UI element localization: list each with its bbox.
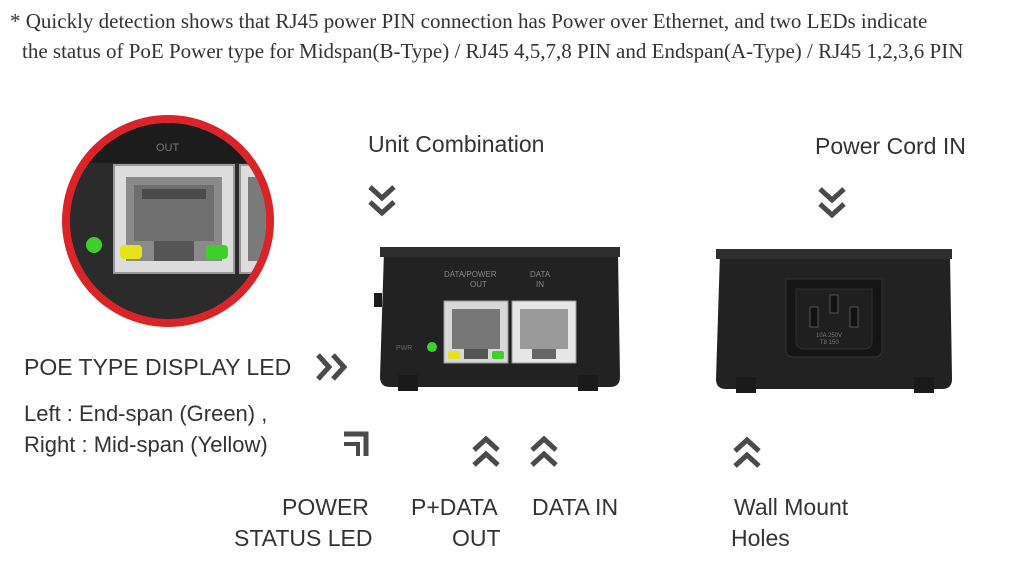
poe-injector-back: 10A 250V T8 150 [714,249,954,400]
double-chevron-up-icon [732,436,762,472]
double-chevron-up-icon [529,435,559,471]
right-led-description: Right : Mid-span (Yellow) [24,432,268,457]
double-chevron-up-icon [471,435,501,471]
power-status-led-label-1: POWER [282,494,369,520]
port2-label-a: DATA [530,270,551,279]
wall-mount-label-1: Wall Mount [734,494,849,520]
double-chevron-down-icon [817,186,847,222]
left-led-description: Left : End-span (Green) , [24,401,268,426]
zoomed-port-circle: OUT [62,115,274,327]
p-data-out-label-1: P+DATA [411,494,498,520]
power-cord-in-label: Power Cord IN [815,133,966,159]
power-status-led-label-2: STATUS LED [234,525,373,551]
port1-label-a: DATA/POWER [444,270,497,279]
poe-injector-front: DATA/POWER OUT DATA IN PWR [374,247,626,398]
inlet-text-2: T8 150 [820,340,839,346]
double-chevron-down-icon [367,184,397,220]
corner-arrow-icon [342,428,374,460]
intro-note: * Quickly detection shows that RJ45 powe… [10,6,1020,66]
note-line-2: the status of PoE Power type for Midspan… [22,39,964,63]
pwr-led-label: PWR [396,345,412,352]
unit-combination-label: Unit Combination [368,131,545,157]
poe-type-led-label: POE TYPE DISPLAY LED [24,354,292,380]
p-data-out-label-2: OUT [452,525,501,551]
wall-mount-label-2: Holes [731,525,790,551]
inlet-text-1: 10A 250V [816,333,842,339]
note-line-1: * Quickly detection shows that RJ45 powe… [10,9,928,33]
double-chevron-right-icon [315,352,351,382]
data-in-label: DATA IN [532,494,619,520]
port1-label-b: OUT [470,280,487,289]
zoom-port-label: OUT [156,142,180,154]
port2-label-b: IN [536,280,544,289]
